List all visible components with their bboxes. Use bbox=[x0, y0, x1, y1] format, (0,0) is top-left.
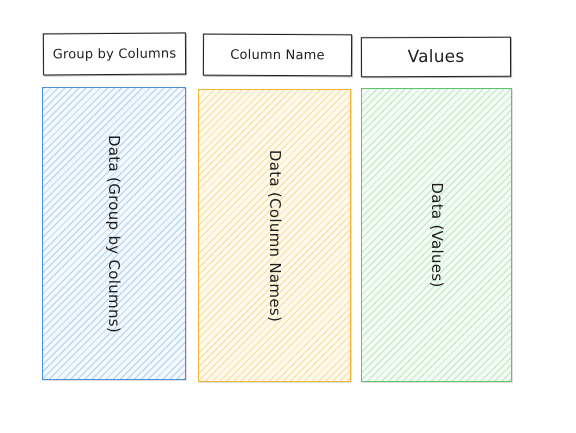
group-by-columns-data-box: Data (Group by Columns) bbox=[42, 87, 186, 380]
column-name-header: Column Name bbox=[202, 33, 353, 77]
values-data-box: Data (Values) bbox=[361, 88, 512, 382]
group-by-columns-header: Group by Columns bbox=[42, 32, 187, 76]
group-by-columns-header-label: Group by Columns bbox=[52, 46, 177, 62]
values-header: Values bbox=[360, 36, 512, 78]
column-names-data-box: Data (Column Names) bbox=[198, 89, 351, 382]
values-header-label: Values bbox=[407, 46, 465, 68]
column-name-header-label: Column Name bbox=[230, 47, 325, 63]
values-data-label: Data (Values) bbox=[427, 182, 446, 288]
column-names-data-label: Data (Column Names) bbox=[265, 149, 284, 322]
group-by-columns-data-label: Data (Group by Columns) bbox=[105, 134, 123, 333]
